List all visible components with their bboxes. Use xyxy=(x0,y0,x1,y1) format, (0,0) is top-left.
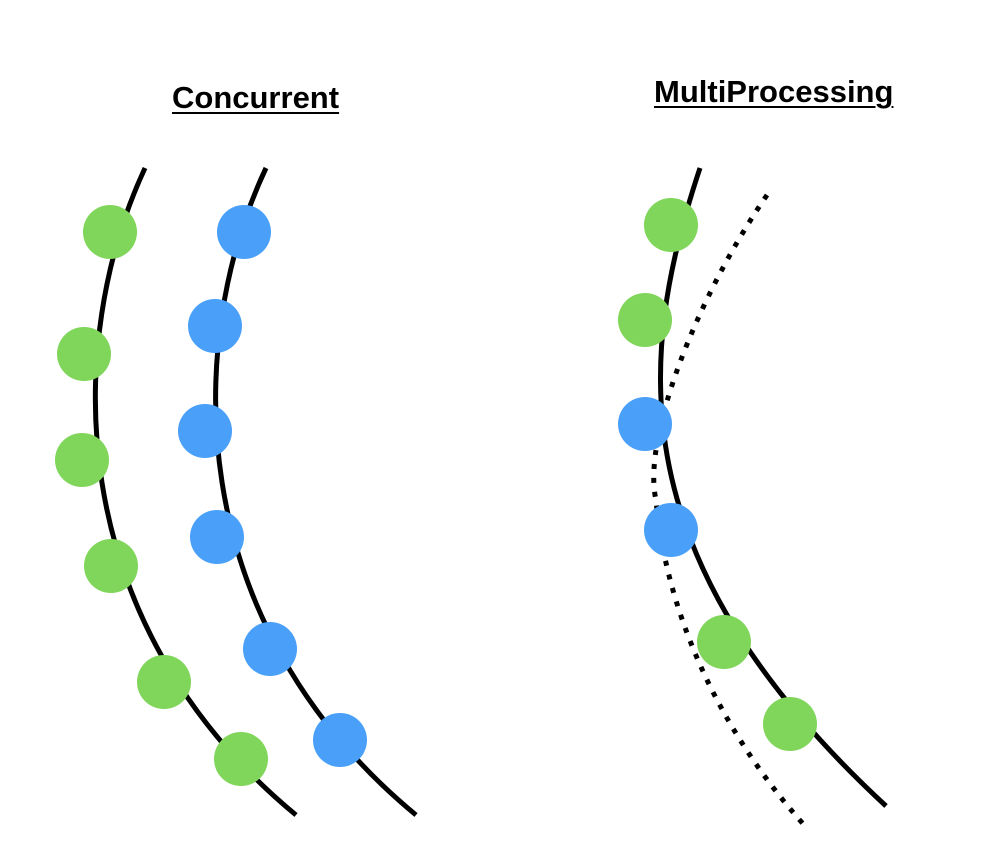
blue-task-dot xyxy=(178,404,232,458)
green-task-dot xyxy=(618,293,672,347)
blue-task-dot xyxy=(644,503,698,557)
green-task-dot xyxy=(137,655,191,709)
green-task-dot xyxy=(214,732,268,786)
blue-task-dot xyxy=(190,510,244,564)
blue-task-dot xyxy=(618,397,672,451)
multiprocessing-dotted-line xyxy=(651,193,807,828)
green-task-dot xyxy=(84,539,138,593)
concurrent-thread-green-line xyxy=(93,166,298,817)
green-task-dot xyxy=(644,198,698,252)
blue-task-dot xyxy=(217,205,271,259)
multiprocessing-title: MultiProcessing xyxy=(654,74,894,109)
multiprocessing-panel xyxy=(618,167,888,828)
green-task-dot xyxy=(83,205,137,259)
green-task-dot xyxy=(697,615,751,669)
concurrent-panel xyxy=(55,166,418,817)
blue-task-dot xyxy=(313,713,367,767)
blue-task-dot xyxy=(188,299,242,353)
green-task-dot xyxy=(57,327,111,381)
green-task-dot xyxy=(55,433,109,487)
blue-task-dot xyxy=(243,622,297,676)
green-task-dot xyxy=(763,697,817,751)
concurrent-thread-blue-line xyxy=(213,166,418,817)
concurrent-title: Concurrent xyxy=(172,80,340,115)
